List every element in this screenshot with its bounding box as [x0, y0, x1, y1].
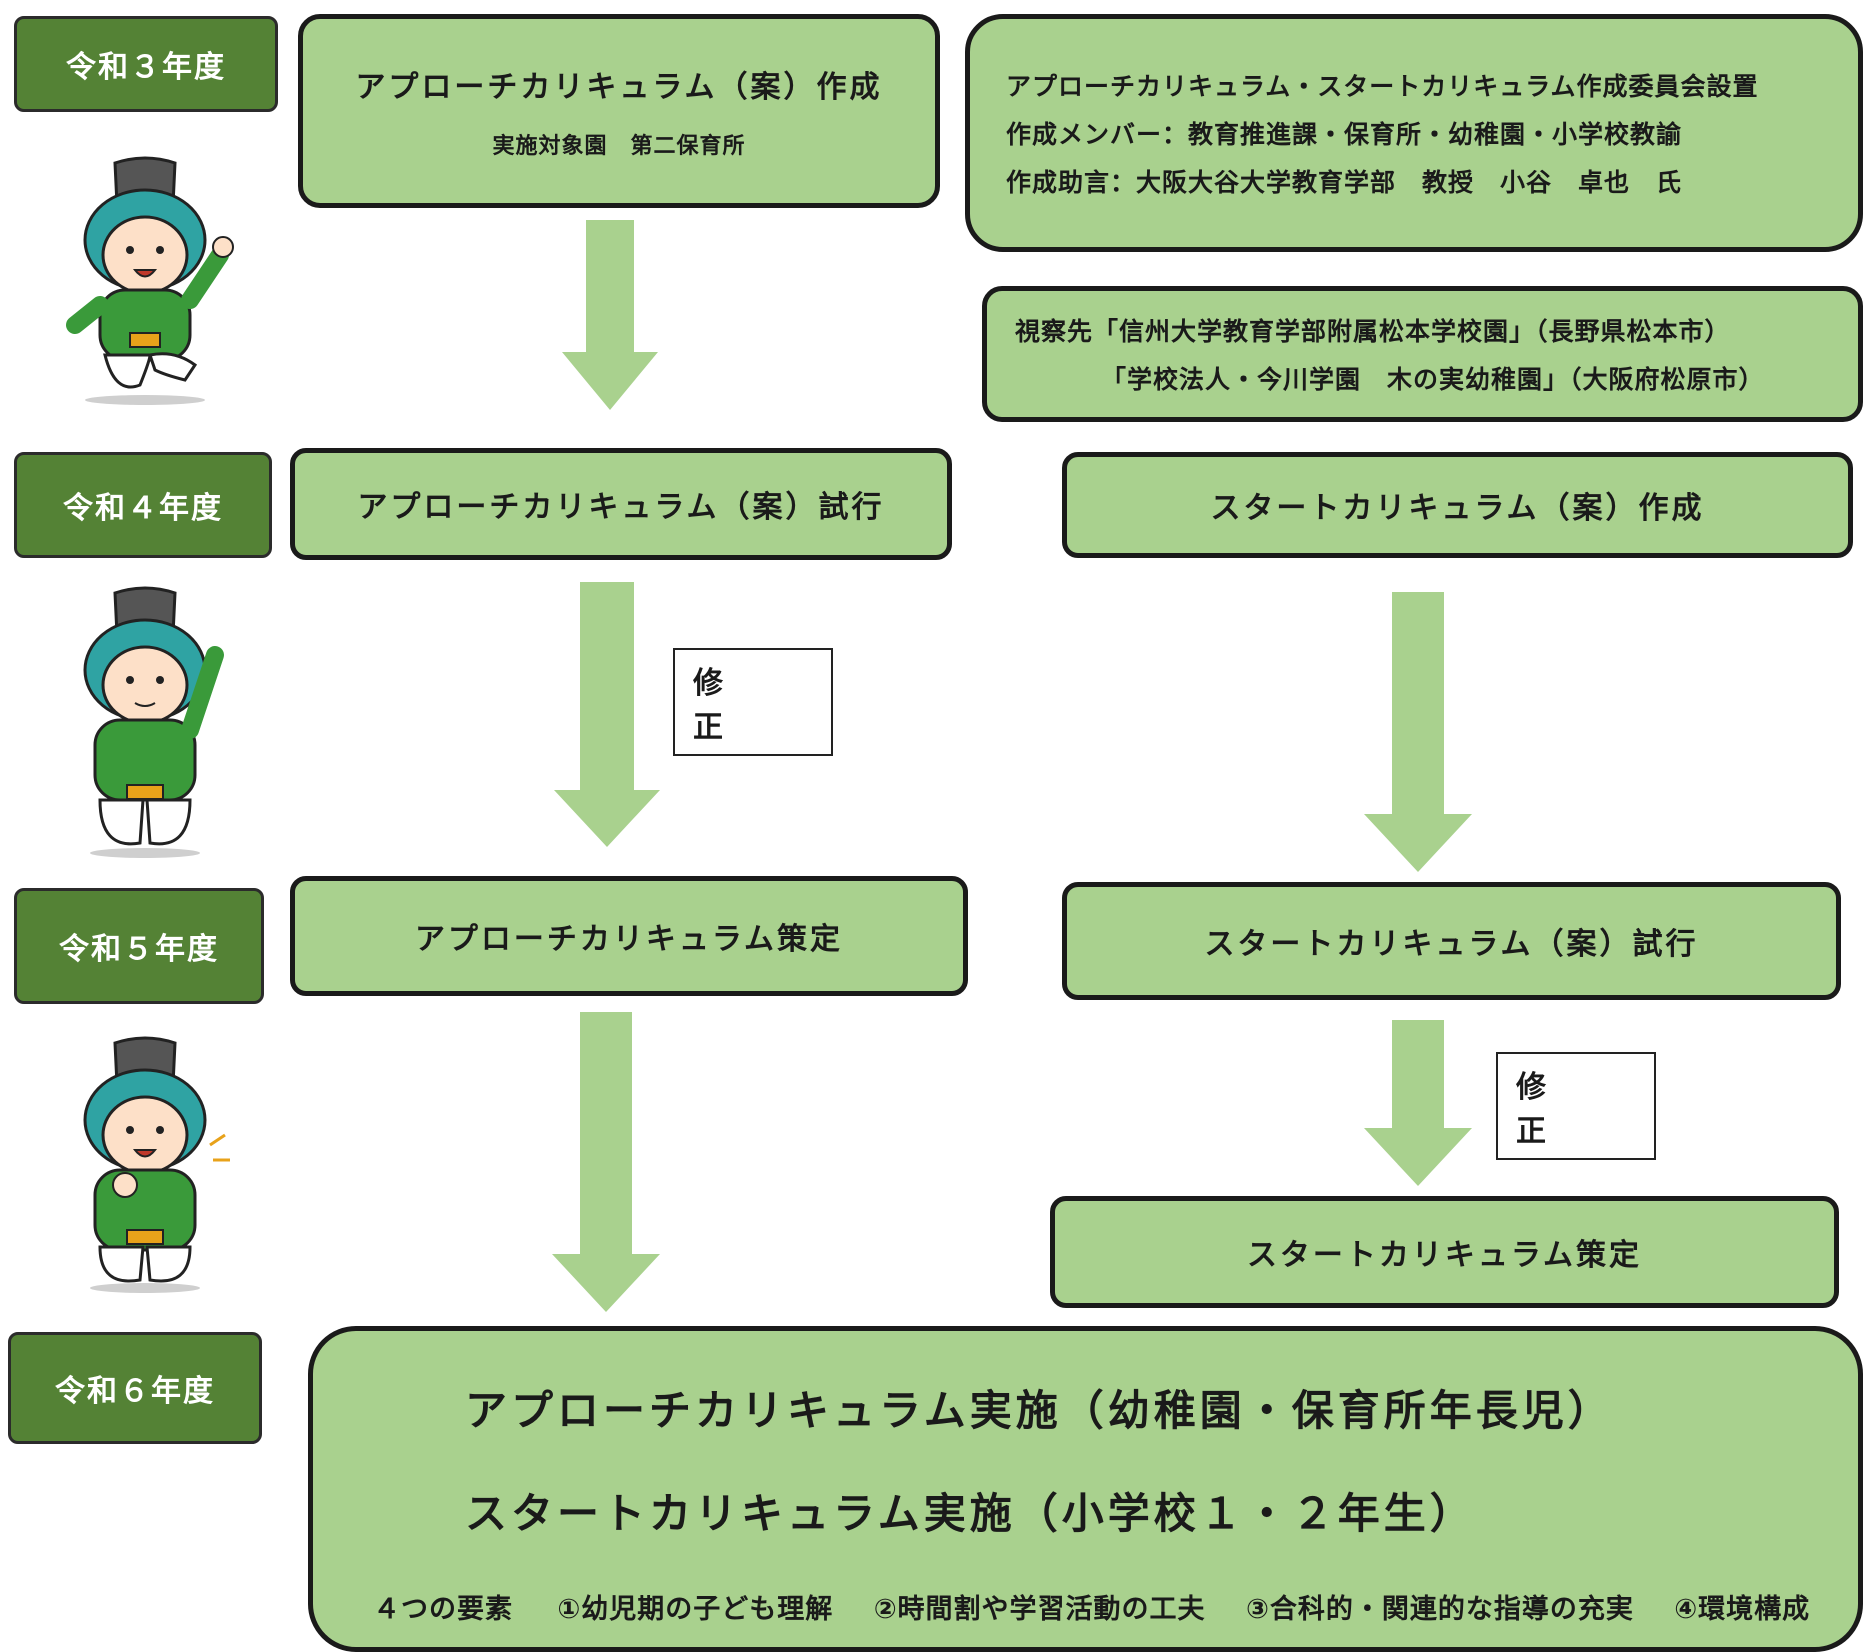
- approach-trial-box: アプローチカリキュラム（案）試行: [290, 448, 952, 560]
- approach-draft-box: アプローチカリキュラム（案）作成 実施対象園 第二保育所: [298, 14, 940, 208]
- approach-draft-target: 実施対象園 第二保育所: [492, 134, 746, 159]
- element-4: ④環境構成: [1674, 1594, 1811, 1625]
- element-3: ③合科的・関連的な指導の充実: [1245, 1594, 1634, 1625]
- year-label-r3: 令和３年度: [14, 16, 278, 112]
- visit-line-1: 視察先「信州大学教育学部附属松本学校園」（長野県松本市）: [1015, 317, 1731, 346]
- approach-final-box: アプローチカリキュラム策定: [290, 876, 968, 996]
- arrow-right-2: [1364, 1020, 1472, 1186]
- arrow-left-1: [562, 220, 658, 410]
- visit-box: 視察先「信州大学教育学部附属松本学校園」（長野県松本市） 「学校法人・今川学園 …: [982, 286, 1863, 422]
- implementation-box: アプローチカリキュラム実施（幼稚園・保育所年長児） スタートカリキュラム実施（小…: [308, 1326, 1863, 1652]
- year-label-r4: 令和４年度: [14, 452, 272, 558]
- committee-line-3: 作成助言：大阪大谷大学教育学部 教授 小谷 卓也 氏: [1006, 168, 1683, 197]
- elements-label: ４つの要素: [373, 1594, 513, 1625]
- element-1: ①幼児期の子ども理解: [557, 1594, 834, 1625]
- year-label-r6: 令和６年度: [8, 1332, 262, 1444]
- element-2: ②時間割や学習活動の工夫: [873, 1594, 1206, 1625]
- approach-implementation: アプローチカリキュラム実施（幼稚園・保育所年長児）: [465, 1386, 1614, 1435]
- mascot-illustration-2: [83, 586, 224, 858]
- arrow-left-3: [552, 1012, 660, 1312]
- visit-line-2: 「学校法人・今川学園 木の実幼稚園」（大阪府松原市）: [1101, 365, 1765, 394]
- elements-row: ４つの要素 ①幼児期の子ども理解 ②時間割や学習活動の工夫 ③合科的・関連的な指…: [373, 1587, 1810, 1626]
- mascot-illustration-1: [66, 156, 234, 405]
- fix-label-right: 修 正: [1496, 1052, 1656, 1160]
- committee-box: アプローチカリキュラム・スタートカリキュラム作成委員会設置 作成メンバー：教育推…: [965, 14, 1863, 252]
- arrow-left-2: [554, 582, 660, 847]
- committee-line-1: アプローチカリキュラム・スタートカリキュラム作成委員会設置: [1006, 72, 1759, 101]
- year-label-r5: 令和５年度: [14, 888, 264, 1004]
- fix-label-left: 修 正: [673, 648, 833, 756]
- committee-line-2: 作成メンバー：教育推進課・保育所・幼稚園・小学校教諭: [1006, 120, 1683, 149]
- start-final-box: スタートカリキュラム策定: [1050, 1196, 1839, 1308]
- start-trial-box: スタートカリキュラム（案）試行: [1062, 882, 1841, 1000]
- start-draft-box: スタートカリキュラム（案）作成: [1062, 452, 1853, 558]
- mascot-illustration-3: [83, 1036, 230, 1293]
- arrow-right-1: [1364, 592, 1472, 872]
- approach-draft-title: アプローチカリキュラム（案）作成: [355, 70, 883, 105]
- start-implementation: スタートカリキュラム実施（小学校１・２年生）: [465, 1489, 1476, 1538]
